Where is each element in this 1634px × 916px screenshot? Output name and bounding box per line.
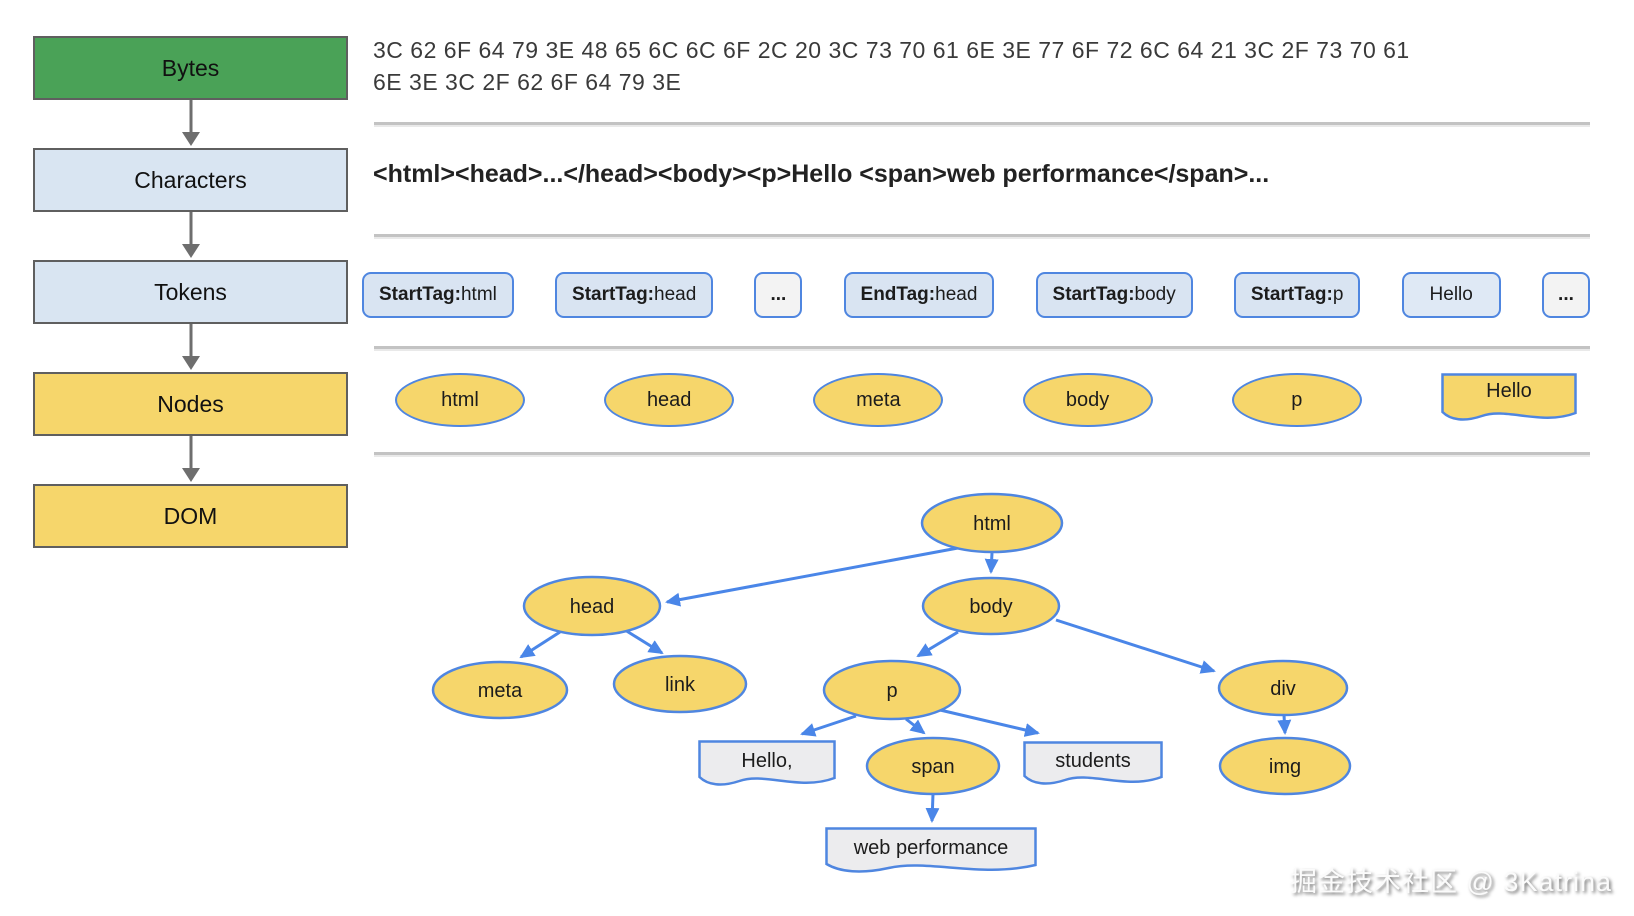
bytes-hex-line: 3C 62 6F 64 79 3E 48 65 6C 6C 6F 2C 20 3…: [373, 37, 1410, 63]
flow-box-dom: DOM: [33, 484, 348, 548]
dom-tree-node-hello: Hello,: [698, 740, 836, 786]
tokens-row: StartTag: html StartTag: head... EndTag: h…: [362, 272, 1590, 318]
dom-tree-edge-p-hello: [800, 714, 857, 737]
bytes-hex-line: 6E 3E 3C 2F 62 6F 64 79 3E: [373, 69, 682, 95]
separator-line: [374, 234, 1590, 237]
token-type-label: EndTag:: [860, 284, 936, 305]
dom-tree-node-label: img: [1269, 756, 1301, 778]
node-ellipse-p: p: [1231, 373, 1362, 427]
dom-tree-node-label: web performance: [853, 837, 1009, 859]
token-type-label: StartTag:: [572, 284, 654, 305]
token-p: StartTag: p: [1233, 272, 1361, 318]
dom-tree-edge-div-img: [1277, 714, 1292, 735]
flow-box-characters: Characters: [33, 148, 348, 212]
dom-tree-edge-p-students: [939, 708, 1040, 737]
dom-tree-edge-html-head: [665, 546, 959, 607]
flow-box-tokens: Tokens: [33, 260, 348, 324]
token-type-label: StartTag:: [1250, 284, 1333, 305]
flow-box-bytes: Bytes: [33, 36, 348, 100]
dom-tree-node-label: p: [886, 680, 897, 702]
token-ellipsis: ...: [754, 272, 803, 318]
characters-markup-text: <html><head>...</head><body><p>Hello <sp…: [373, 160, 1270, 188]
dom-tree-node-webperf: web performance: [825, 827, 1037, 873]
dom-tree-edge-body-div: [1055, 618, 1216, 674]
dom-tree-node-label: html: [973, 513, 1011, 535]
separator-line: [374, 346, 1590, 349]
dom-tree-node-label: meta: [478, 680, 523, 702]
dom-tree-node-link: link: [612, 654, 748, 714]
dom-tree-node-img: img: [1218, 736, 1352, 796]
token-html: StartTag: html: [362, 272, 514, 318]
dom-tree-node-span: span: [865, 736, 1001, 796]
dom-tree-node-div: div: [1217, 659, 1349, 717]
dom-tree-node-label: span: [911, 756, 954, 778]
flow-down-arrow-icon: [33, 100, 348, 148]
flow-down-arrow-icon: [33, 436, 348, 484]
dom-tree-node-html: html: [920, 492, 1064, 554]
separator-line: [374, 122, 1590, 125]
token-head: StartTag: head: [555, 272, 714, 318]
bytes-hex-text: 3C 62 6F 64 79 3E 48 65 6C 6C 6F 2C 20 3…: [373, 34, 1410, 98]
dom-tree-node-label: students: [1055, 750, 1131, 772]
dom-tree-edge-head-meta: [519, 630, 561, 659]
node-flag-label: Hello: [1486, 380, 1532, 402]
node-ellipse-body: body: [1022, 373, 1153, 427]
nodes-row: html head meta body p Hello: [395, 373, 1577, 433]
dom-tree-edge-span-webperf: [925, 793, 940, 823]
dom-tree-edge-p-span: [905, 717, 926, 735]
dom-tree-node-label: head: [570, 596, 615, 618]
dom-tree-node-label: div: [1270, 678, 1296, 700]
dom-tree-node-students: students: [1023, 741, 1163, 785]
dom-tree-node-head: head: [522, 575, 662, 637]
dom-tree-node-body: body: [921, 576, 1061, 636]
token-body: StartTag: body: [1035, 272, 1193, 318]
dom-tree-node-label: body: [969, 596, 1012, 618]
node-ellipse-meta: meta: [813, 373, 944, 427]
node-flag-hello: Hello: [1441, 373, 1577, 433]
dom-tree-node-label: link: [665, 674, 696, 696]
dom-tree-edge-head-link: [624, 628, 664, 655]
token-hello: Hello: [1401, 272, 1501, 318]
token-type-label: StartTag:: [1052, 284, 1135, 305]
flow-down-arrow-icon: [33, 212, 348, 260]
dom-tree-node-p: p: [822, 659, 962, 721]
flow-down-arrow-icon: [33, 324, 348, 372]
dom-tree-node-meta: meta: [431, 660, 569, 720]
token-type-label: StartTag:: [379, 284, 461, 305]
token-head: EndTag: head: [843, 272, 995, 318]
node-ellipse-html: html: [395, 373, 525, 427]
separator-line: [374, 452, 1590, 455]
text-node-flag-shape: [1441, 373, 1577, 421]
flow-box-nodes: Nodes: [33, 372, 348, 436]
dom-tree-node-label: Hello,: [741, 750, 792, 772]
node-ellipse-head: head: [604, 373, 735, 427]
dom-tree-edge-html-body: [984, 552, 999, 574]
token-ellipsis: ...: [1541, 272, 1590, 318]
dom-tree-edge-body-p: [916, 630, 959, 658]
watermark-text: 掘金技术社区 @ 3Katrina: [1290, 867, 1612, 897]
